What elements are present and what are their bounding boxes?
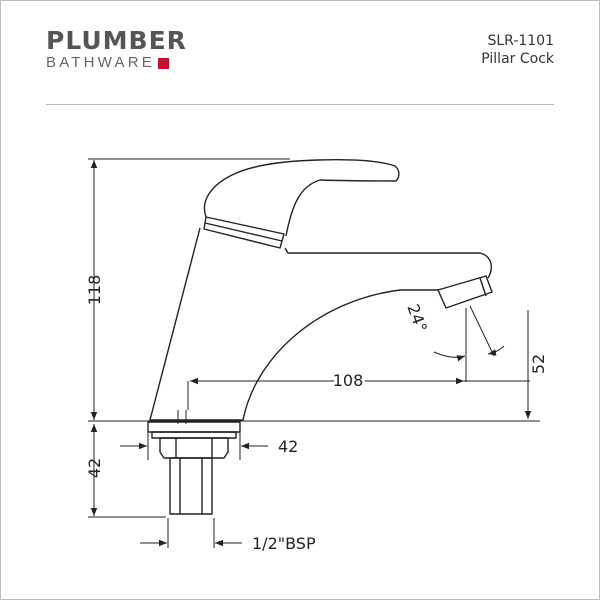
dim-shank-length-label: 42 bbox=[85, 458, 104, 478]
brand-name-bottom-row: BATHWARE bbox=[46, 54, 187, 72]
hex-nut bbox=[159, 437, 229, 459]
dim-spout-reach-label: 108 bbox=[333, 371, 364, 390]
aerator-ring bbox=[479, 277, 487, 297]
base-washer bbox=[151, 431, 237, 439]
shank bbox=[169, 457, 213, 515]
tap-outline bbox=[147, 158, 493, 515]
extension-lines bbox=[88, 158, 540, 548]
handle-lever bbox=[203, 158, 400, 237]
handle-collar bbox=[203, 216, 285, 249]
product-info: SLR-1101 Pillar Cock bbox=[481, 32, 554, 68]
product-code: SLR-1101 bbox=[487, 33, 554, 49]
header-divider bbox=[46, 104, 554, 105]
base-flange bbox=[147, 421, 241, 433]
dim-angle-arc-2 bbox=[487, 345, 505, 356]
brand-name-bottom: BATHWARE bbox=[46, 54, 155, 71]
dim-angle-arc bbox=[433, 351, 466, 362]
brand-accent-square bbox=[157, 57, 169, 69]
aerator bbox=[437, 275, 493, 309]
handle-collar-line bbox=[204, 222, 283, 242]
dim-total-height-label: 118 bbox=[85, 275, 104, 306]
dim-spout-angle-label: 24° bbox=[403, 302, 431, 335]
brand-logo: PLUMBER BATHWARE bbox=[46, 28, 187, 72]
dimension-lines bbox=[90, 160, 532, 547]
brand-name-top: PLUMBER bbox=[46, 26, 187, 55]
dim-spout-height-label: 52 bbox=[529, 354, 548, 374]
spout-top bbox=[284, 247, 492, 279]
dim-thread-label: 1/2"BSP bbox=[252, 534, 316, 553]
dim-base-width-label: 42 bbox=[278, 437, 298, 456]
centre-lines bbox=[177, 410, 187, 424]
spout-body bbox=[149, 227, 438, 421]
product-name: Pillar Cock bbox=[481, 51, 554, 67]
